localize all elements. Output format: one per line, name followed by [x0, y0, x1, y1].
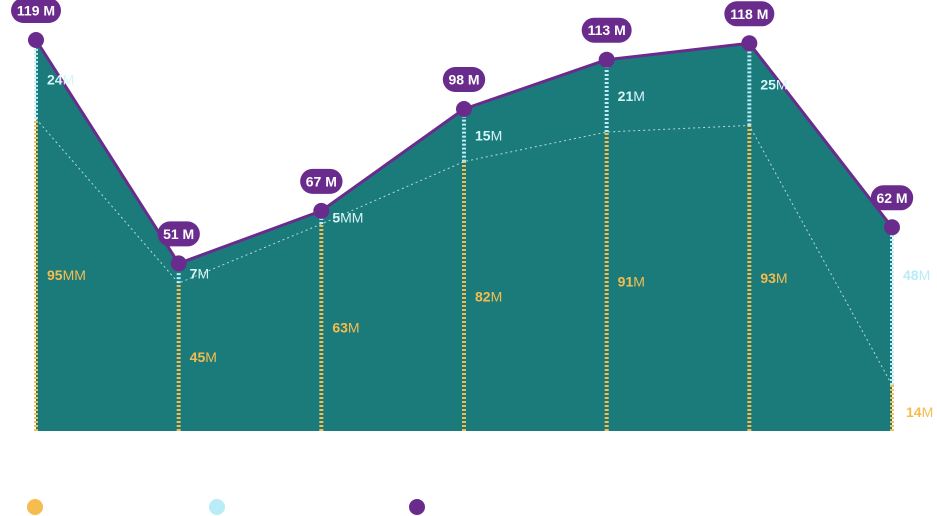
label-top: 24M	[47, 71, 74, 87]
label-bottom: 91M	[618, 274, 645, 290]
area-fill	[36, 40, 892, 431]
label-top: 5MM	[332, 209, 363, 225]
total-label: 113 M	[588, 22, 626, 38]
total-badge	[300, 168, 343, 194]
legend-dot-bottom	[27, 499, 43, 515]
total-marker	[456, 101, 472, 117]
label-top: 21M	[618, 88, 645, 104]
total-badge	[724, 1, 775, 27]
total-badge	[581, 17, 632, 43]
label-bottom: 45M	[190, 349, 217, 365]
total-badge	[11, 0, 61, 23]
total-marker	[313, 202, 330, 219]
label-bottom: 95MM	[47, 267, 86, 283]
legend-dot-total	[409, 499, 425, 515]
total-label: 119 M	[17, 3, 55, 19]
legend-dot-top	[209, 499, 225, 515]
total-label: 98 M	[448, 72, 479, 88]
label-bottom: 63M	[332, 320, 359, 336]
total-marker	[598, 51, 615, 68]
total-label: 67 M	[306, 173, 337, 189]
label-top: 7M	[190, 265, 209, 281]
label-top: 25M	[760, 76, 787, 92]
label-bottom: 14M	[906, 404, 933, 420]
label-top: 15M	[475, 127, 502, 143]
boundary-line	[35, 118, 893, 386]
total-badge	[870, 185, 914, 211]
total-marker	[28, 32, 44, 48]
total-badge	[442, 67, 486, 92]
label-top: 48M	[903, 267, 930, 283]
label-bottom: 82M	[475, 288, 502, 304]
total-marker	[170, 255, 187, 272]
label-bottom: 93M	[760, 270, 787, 286]
total-marker	[884, 219, 900, 236]
total-marker	[741, 35, 758, 52]
total-label: 51 M	[163, 226, 194, 242]
total-label: 118 M	[730, 6, 768, 22]
total-badge	[157, 221, 200, 247]
total-label: 62 M	[876, 190, 907, 206]
